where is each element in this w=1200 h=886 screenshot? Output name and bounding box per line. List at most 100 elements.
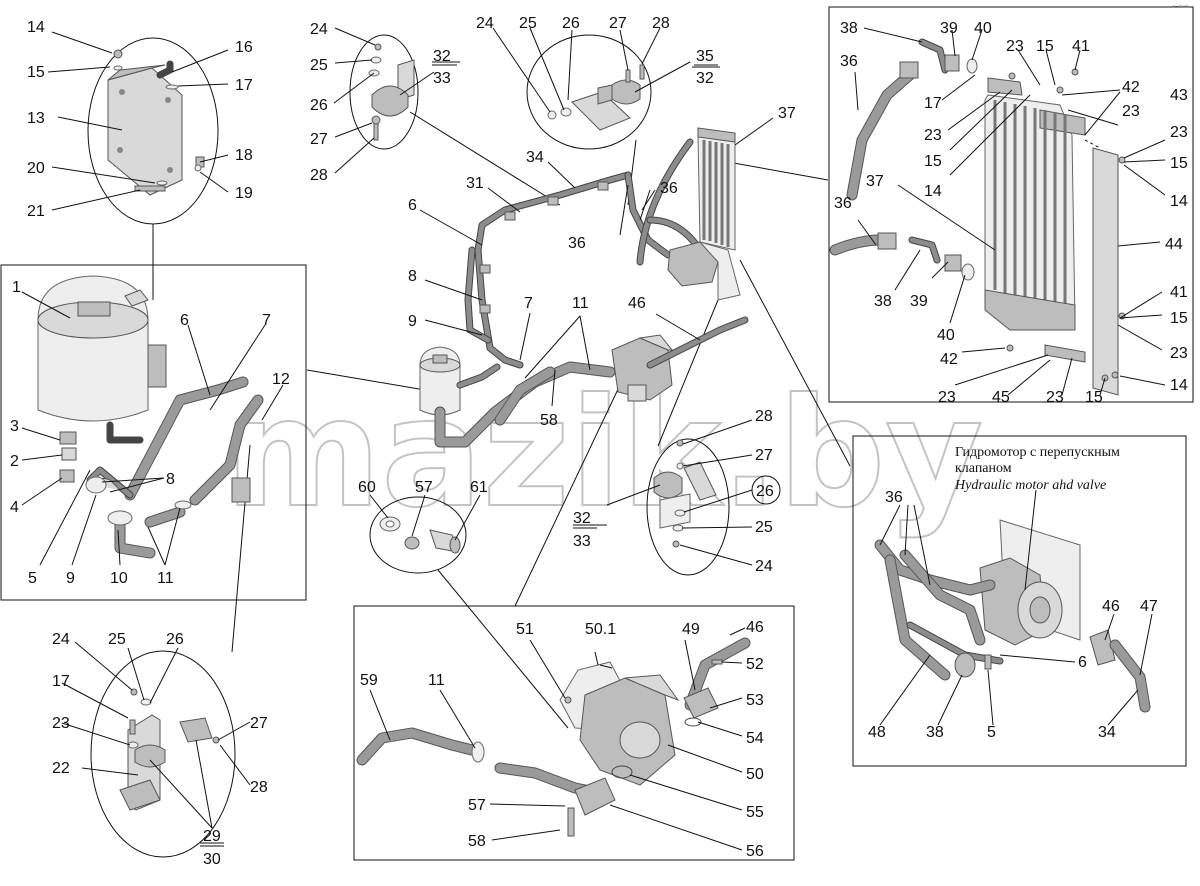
part-label: 31 <box>466 175 484 192</box>
part-label: 38 <box>874 293 892 310</box>
part-label: 43 <box>1170 87 1188 104</box>
part-label: 33 <box>573 533 591 550</box>
part-label: 27 <box>250 715 268 732</box>
part-label: 38 <box>840 20 858 37</box>
part-label: 41 <box>1170 284 1188 301</box>
part-label: 58 <box>540 412 558 429</box>
part-label: 56 <box>746 843 764 860</box>
part-label: 58 <box>468 833 486 850</box>
part-label: 8 <box>408 268 417 285</box>
fraction-bars <box>200 64 718 847</box>
part-number-labels: 14 15 16 17 13 18 19 20 21 24 25 26 32 3… <box>10 15 1188 868</box>
part-label: 28 <box>755 408 773 425</box>
part-label: 25 <box>310 57 328 74</box>
part-label: 11 <box>572 295 589 312</box>
part-label: 17 <box>235 77 253 94</box>
part-label: 6 <box>408 197 417 214</box>
part-label: 7 <box>524 295 533 312</box>
part-label: 41 <box>1072 38 1090 55</box>
frame-hydraulic-motor-group <box>852 435 1187 767</box>
part-label: 27 <box>310 131 328 148</box>
part-label: 28 <box>250 779 268 796</box>
part-label: 6 <box>1078 654 1087 671</box>
part-label: 28 <box>310 167 328 184</box>
part-label: 36 <box>660 180 678 197</box>
part-label: 23 <box>938 389 956 406</box>
fitting-61-detail <box>379 516 461 554</box>
part-label: 32 <box>573 510 591 527</box>
part-label: 36 <box>840 53 858 70</box>
part-label: 38 <box>926 724 944 741</box>
part-label: 23 <box>1046 389 1064 406</box>
part-label: 42 <box>1122 79 1140 96</box>
part-label: 52 <box>746 656 764 673</box>
part-label: 1 <box>12 279 21 296</box>
part-label: 25 <box>519 15 537 32</box>
part-label: 26 <box>166 631 184 648</box>
part-label: 22 <box>52 760 70 777</box>
part-label: 37 <box>778 105 796 122</box>
part-label: 33 <box>433 70 451 87</box>
part-label: 60 <box>358 479 376 496</box>
part-label: 34 <box>1098 724 1116 741</box>
part-label: 15 <box>924 153 942 170</box>
part-label: 26 <box>562 15 580 32</box>
part-label: 46 <box>746 619 764 636</box>
part-label: 55 <box>746 804 764 821</box>
part-label: 24 <box>476 15 494 32</box>
part-label: 23 <box>1170 345 1188 362</box>
frame-radiator-group <box>828 6 1194 403</box>
part-label: 61 <box>470 479 488 496</box>
part-label: 12 <box>272 371 290 388</box>
circled-label-ring <box>751 475 781 505</box>
part-label: 8 <box>166 471 175 488</box>
part-label: 16 <box>235 39 253 56</box>
part-label: 46 <box>1102 598 1120 615</box>
part-label: 39 <box>910 293 928 310</box>
part-label: 17 <box>52 673 70 690</box>
part-label: 6 <box>180 312 189 329</box>
part-label: 15 <box>1036 38 1054 55</box>
part-label: 36 <box>885 489 903 506</box>
part-label: 50 <box>746 766 764 783</box>
part-label: 7 <box>262 312 271 329</box>
caption-line-2: клапаном <box>955 461 1012 476</box>
part-label: 23 <box>924 127 942 144</box>
part-label: 15 <box>1085 389 1103 406</box>
bracket-13-detail <box>107 49 205 196</box>
part-label: 29 <box>203 828 221 845</box>
detail-ellipse-clamp-top <box>349 34 419 150</box>
part-label: 40 <box>937 327 955 344</box>
part-label: 14 <box>1170 193 1188 210</box>
caption-line-3: Hydraulic motor ahd valve <box>954 478 1106 493</box>
part-label: 24 <box>52 631 70 648</box>
part-label: 50.1 <box>585 621 616 638</box>
part-label: 23 <box>1122 103 1140 120</box>
part-label: 27 <box>755 447 773 464</box>
detail-ellipse-bracket-22 <box>90 650 236 858</box>
part-label: 54 <box>746 730 764 747</box>
part-label: 5 <box>987 724 996 741</box>
part-label: 5 <box>28 570 37 587</box>
part-label: 42 <box>940 351 958 368</box>
part-label: 34 <box>526 149 544 166</box>
part-label: 23 <box>1170 124 1188 141</box>
part-label: 45 <box>992 389 1010 406</box>
part-label: 27 <box>609 15 627 32</box>
part-label: 10 <box>110 570 128 587</box>
part-label: 15 <box>1170 310 1188 327</box>
label-leader-lines <box>21 27 1166 851</box>
watermark: mazik.by <box>225 367 983 541</box>
part-label: 47 <box>1140 598 1158 615</box>
part-label: 9 <box>66 570 75 587</box>
corner-mark: ᵃ⁻ᵐᵃᵇ <box>1172 4 1189 12</box>
part-label: 21 <box>27 203 45 220</box>
part-label: 15 <box>27 64 45 81</box>
part-label: 2 <box>10 453 19 470</box>
detail-ellipse-clamp-35 <box>526 34 652 150</box>
part-label: 15 <box>1170 155 1188 172</box>
part-label: 30 <box>203 851 221 868</box>
detail-ellipse-clamp-right <box>646 438 730 576</box>
part-label: 14 <box>924 183 942 200</box>
